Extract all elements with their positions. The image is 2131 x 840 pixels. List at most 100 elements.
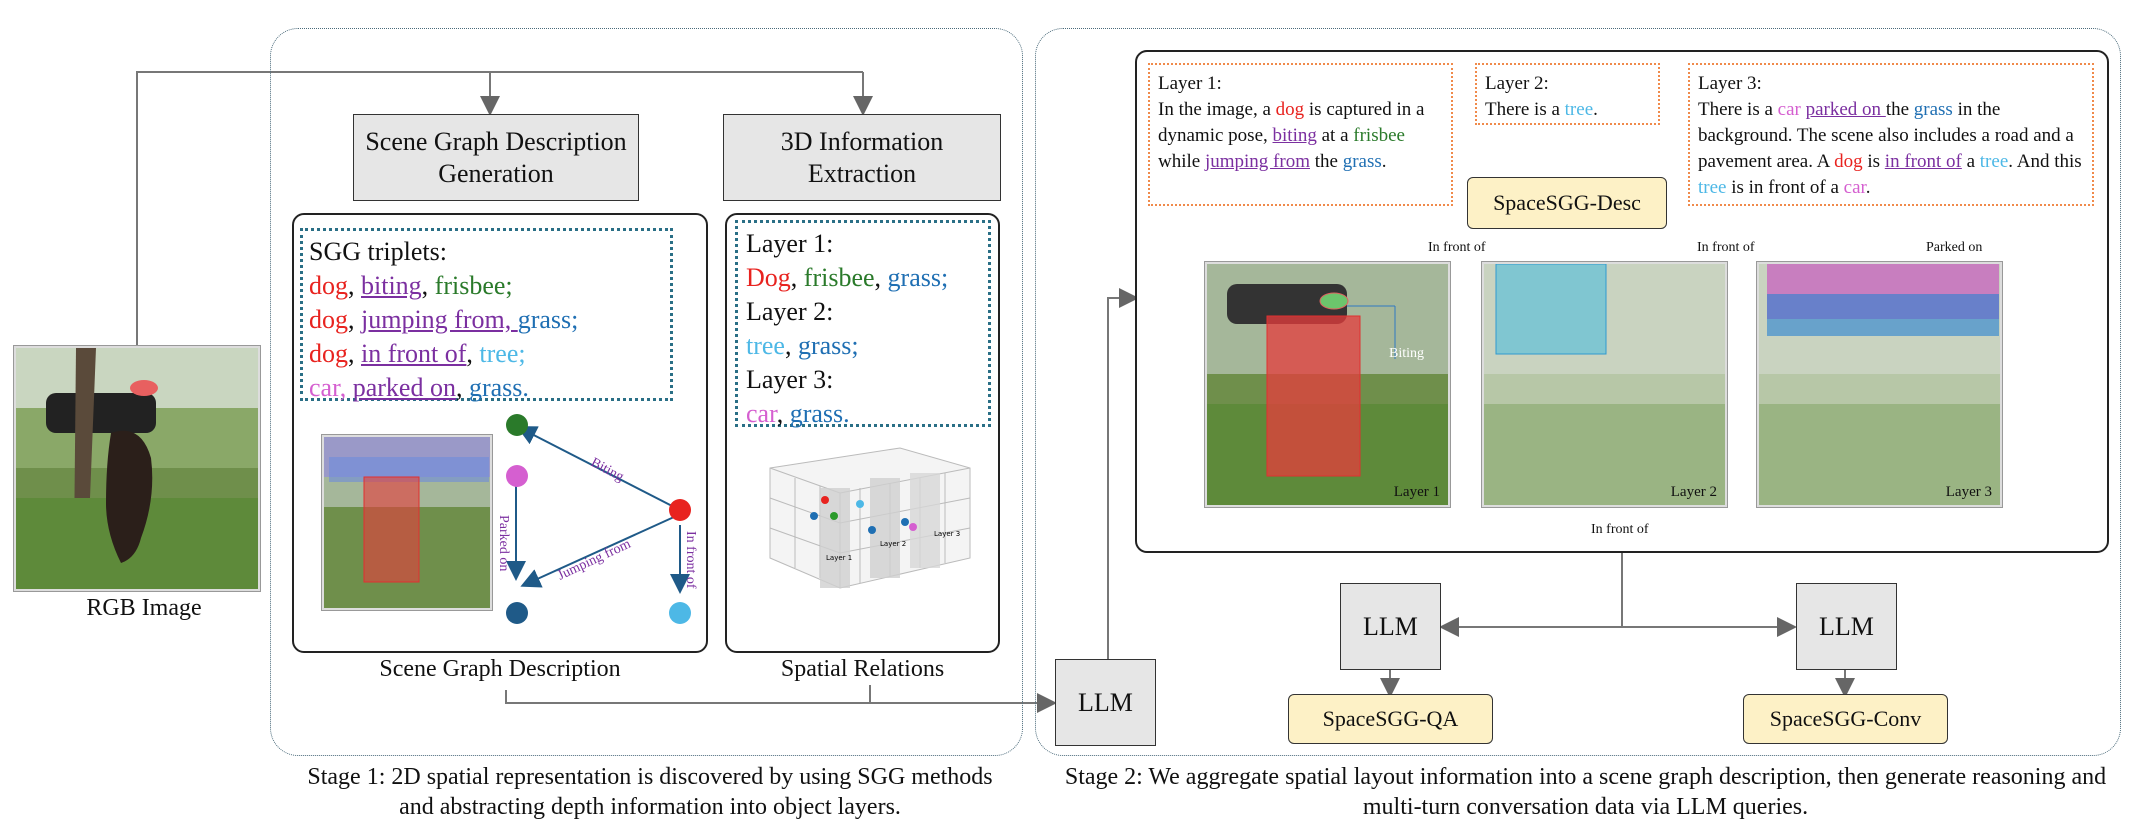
3d-plot: Layer 1 Layer 2 Layer 3 bbox=[769, 447, 971, 589]
triplet-segment: parked on bbox=[352, 373, 456, 402]
scene-graph-generation-box: Scene Graph Description Generation bbox=[353, 114, 639, 201]
triplet-segment: dog bbox=[309, 339, 348, 368]
layer3-text-segment: . bbox=[1865, 177, 1871, 198]
layer-item-segment: , bbox=[790, 263, 804, 292]
spacesgg-conv-box: SpaceSGG-Conv bbox=[1743, 694, 1948, 744]
layer-items: car, grass. bbox=[746, 397, 980, 431]
layer-item-segment: frisbee bbox=[803, 263, 875, 292]
biting-label: Biting bbox=[1389, 346, 1425, 361]
layers-box: Layer 1:Dog, frisbee, grass;Layer 2:tree… bbox=[735, 220, 991, 428]
label-parked-on: Parked on bbox=[496, 515, 511, 571]
layer3-text: There is a car parked on the grass in th… bbox=[1698, 97, 2084, 201]
layer2-text-segment: There is a bbox=[1485, 99, 1565, 120]
layer-item-segment: grass; bbox=[797, 331, 859, 360]
layer3-text-segment: tree bbox=[1698, 177, 1727, 198]
label-in-front-of: In front of bbox=[683, 531, 698, 589]
layer1-text-segment: In the image, a bbox=[1158, 99, 1276, 120]
triplet-segment: in front of bbox=[361, 339, 467, 368]
layer2-text-segment: . bbox=[1593, 99, 1598, 120]
label-biting: Biting bbox=[588, 455, 626, 485]
layer3-text-segment: parked on bbox=[1805, 99, 1886, 120]
layer3-title: Layer 3: bbox=[1698, 73, 1762, 94]
layer2-title: Layer 2: bbox=[1485, 73, 1549, 94]
plot-layer2-label: Layer 2 bbox=[880, 540, 906, 548]
scene-graph-description-caption: Scene Graph Description bbox=[379, 656, 621, 682]
spacesgg-qa-box: SpaceSGG-QA bbox=[1288, 694, 1493, 744]
sgg-triplets-box: SGG triplets: dog, biting, frisbee;dog, … bbox=[300, 228, 673, 402]
node-tree bbox=[669, 602, 691, 624]
stage2-caption: Stage 2: We aggregate spatial layout inf… bbox=[1064, 764, 2107, 820]
layer1-text-segment: frisbee bbox=[1353, 125, 1405, 146]
layer3-description: Layer 3: There is a car parked on the gr… bbox=[1688, 63, 2094, 206]
layer1-description: Layer 1: In the image, a dog is captured… bbox=[1148, 63, 1453, 206]
spacesgg-desc-box: SpaceSGG-Desc bbox=[1467, 177, 1667, 229]
sgg-triplets-list: dog, biting, frisbee;dog, jumping from, … bbox=[309, 269, 664, 405]
triplet-segment: , bbox=[348, 271, 361, 300]
triplet-segment: , bbox=[348, 339, 361, 368]
sgg-triplet-line: dog, in front of, tree; bbox=[309, 337, 664, 371]
layer1-text-segment: . bbox=[1381, 151, 1387, 172]
rgb-photo-illustration bbox=[16, 348, 258, 589]
triplet-segment: , bbox=[421, 271, 435, 300]
layer-items: tree, grass; bbox=[746, 329, 980, 363]
stage1-container bbox=[270, 28, 1023, 756]
stage1-caption: Stage 1: 2D spatial representation is di… bbox=[307, 764, 993, 820]
label-jumping-from: Jumping from bbox=[555, 537, 633, 584]
layer1-image: Biting Layer 1 bbox=[1205, 262, 1450, 507]
layer1-text-segment: jumping from bbox=[1204, 151, 1310, 172]
layer3-text-segment: is bbox=[1862, 151, 1885, 172]
node-grass bbox=[506, 602, 528, 624]
llm-box-center: LLM bbox=[1055, 659, 1156, 746]
triplet-segment: frisbee; bbox=[434, 271, 513, 300]
layer1-text-segment: biting bbox=[1272, 125, 1317, 146]
layer2-photo bbox=[1484, 264, 1725, 505]
3d-information-box: 3D Information Extraction bbox=[723, 114, 1001, 201]
llm-box-right: LLM bbox=[1796, 583, 1897, 670]
triplet-segment: grass; bbox=[517, 305, 579, 334]
relation-label-top-2: In front of bbox=[1693, 240, 1759, 256]
layer-item-segment: grass; bbox=[887, 263, 949, 292]
edge-biting bbox=[516, 426, 677, 509]
sgg-triplet-line: dog, biting, frisbee; bbox=[309, 269, 664, 303]
rgb-image bbox=[14, 346, 260, 591]
layer-label: Layer 2: bbox=[746, 297, 834, 326]
sgg-triplets-title: SGG triplets: bbox=[309, 237, 447, 266]
layer-item-segment: grass. bbox=[789, 399, 850, 428]
triplet-segment: car, bbox=[309, 373, 353, 402]
sgg-triplet-line: car, parked on, grass. bbox=[309, 371, 664, 405]
layer1-tag: Layer 1 bbox=[1393, 484, 1440, 500]
layer-label: Layer 3: bbox=[746, 365, 834, 394]
triplet-segment: , bbox=[466, 339, 480, 368]
layer3-tag: Layer 3 bbox=[1945, 484, 1992, 500]
layer2-text: There is a tree. bbox=[1485, 97, 1650, 123]
layer3-text-segment: . And this bbox=[2008, 151, 2082, 172]
llm-box-left: LLM bbox=[1340, 583, 1441, 670]
layer-item-segment: , bbox=[784, 331, 798, 360]
layer1-text: In the image, a dog is captured in a dyn… bbox=[1158, 97, 1443, 175]
layer3-text-segment: the bbox=[1885, 99, 1914, 120]
layer1-text-segment: is captured in a dynamic pose, bbox=[1158, 99, 1425, 146]
triplet-segment: , bbox=[348, 305, 361, 334]
layer3-photo bbox=[1759, 264, 2000, 505]
layer2-description: Layer 2: There is a tree. bbox=[1475, 63, 1660, 125]
triplet-segment: dog bbox=[309, 271, 348, 300]
scene-graph-photo bbox=[324, 437, 490, 608]
triplet-segment: biting bbox=[361, 271, 422, 300]
node-car bbox=[506, 465, 528, 487]
sgg-triplet-line: dog, jumping from, grass; bbox=[309, 303, 664, 337]
layer2-image: Layer 2 bbox=[1482, 262, 1727, 507]
layer1-text-segment: while bbox=[1158, 151, 1205, 172]
rgb-caption: RGB Image bbox=[86, 595, 202, 621]
layer1-photo bbox=[1207, 264, 1448, 505]
triplet-segment: tree; bbox=[479, 339, 526, 368]
layer3-text-segment: grass bbox=[1913, 99, 1953, 120]
layer3-text-segment: car bbox=[1777, 99, 1801, 120]
layer-item-segment: , bbox=[874, 263, 888, 292]
layers-list: Layer 1:Dog, frisbee, grass;Layer 2:tree… bbox=[746, 227, 980, 431]
relation-label-top-3: Parked on bbox=[1922, 240, 1987, 256]
edge-jumping-from bbox=[520, 516, 675, 588]
layer3-text-segment: in the background. The scene also includ… bbox=[1698, 99, 2074, 172]
layer1-text-segment: at a bbox=[1316, 125, 1354, 146]
layer3-text-segment: in front of bbox=[1884, 151, 1962, 172]
layer1-title: Layer 1: bbox=[1158, 73, 1222, 94]
